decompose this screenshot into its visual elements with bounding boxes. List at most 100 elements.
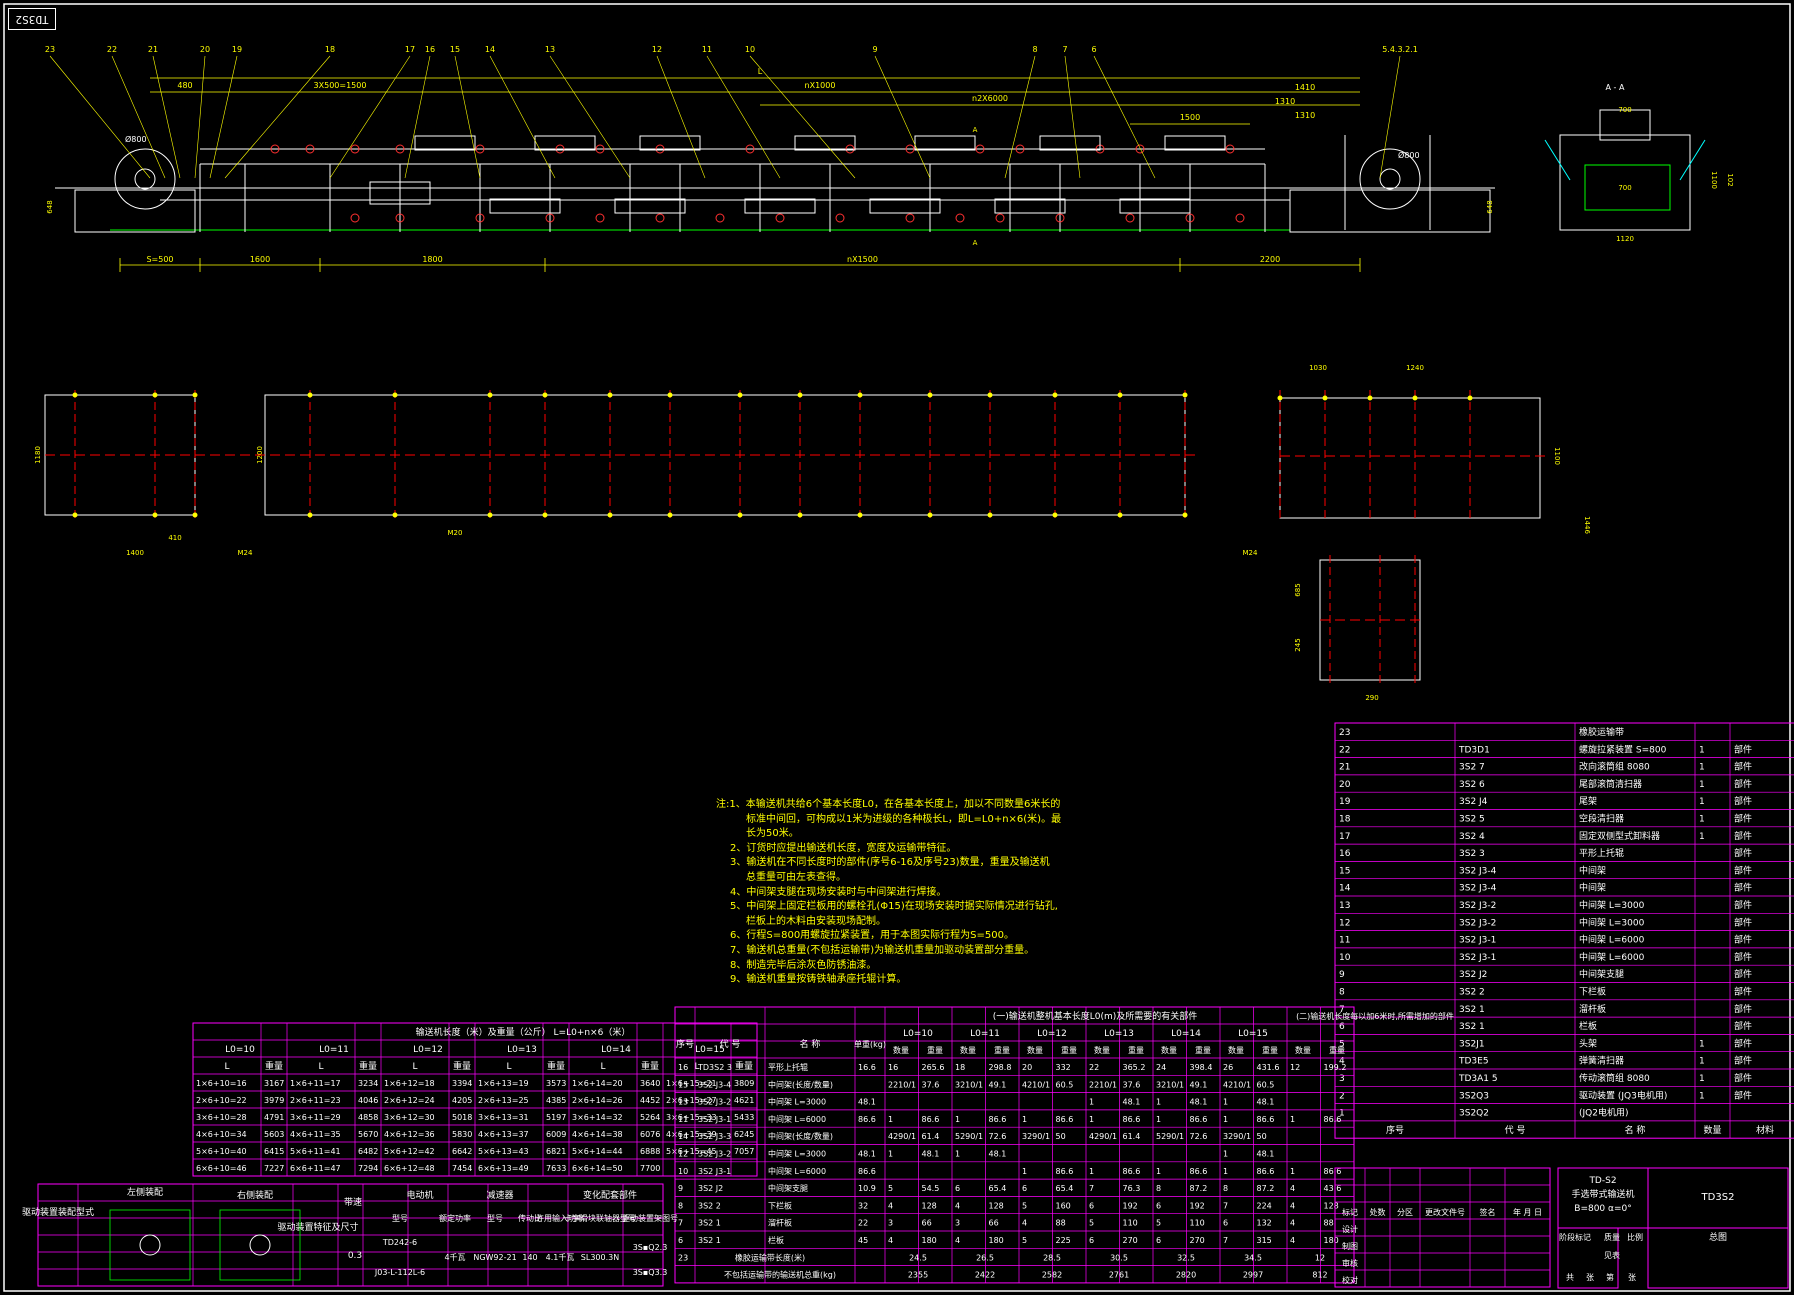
drive-cell: J03-L-112L-6 [374,1268,425,1277]
pl-cell: 132 [1257,1219,1272,1228]
length-cell: 2×6+11=23 [290,1096,341,1105]
parts-cell: 3S2 J3-4 [1459,866,1497,876]
length-cell: 5264 [640,1113,660,1122]
leader-number: 16 [425,45,435,54]
parts-cell: 尾部滚筒清扫器 [1579,778,1642,790]
pl-cell: 12 [1290,1063,1300,1072]
pl-sub: 重量 [1262,1045,1278,1055]
parts-cell: 4 [1339,1057,1345,1067]
length-cell: 3573 [546,1079,566,1088]
drive-cell: SL300.3N [581,1253,619,1262]
pl-sub: 数量 [1027,1045,1043,1055]
parts-cell: 部件 [1734,830,1752,842]
pl-cell: 5 [1156,1219,1161,1228]
parts-cell: 部件 [1734,813,1752,825]
pl-cell: 87.2 [1190,1184,1208,1193]
pl-cell: 225 [1056,1236,1071,1245]
leader-number: 21 [148,45,158,54]
pl-cell: 50 [1257,1132,1267,1141]
lower-idler [1055,213,1065,223]
parts-cell: 11 [1339,936,1350,946]
parts-cell: 15 [1339,866,1350,876]
length-sub-header: 重量 [453,1060,471,1072]
leader-line [209,55,238,179]
pl-cell: 43.6 [1324,1184,1342,1193]
length-cell: 3979 [264,1096,284,1105]
section-dim: 700 [1618,184,1631,192]
dim-text: 1310 [1295,111,1315,120]
pl-cell: 3 [888,1219,893,1228]
parts-cell: 1 [1699,815,1705,825]
anchor-bolt [927,392,933,398]
pl-cell: 3S2 1 [698,1219,721,1228]
pl-cell: 72.6 [989,1132,1007,1141]
length-cell: 6415 [264,1147,284,1156]
leader-line [49,55,151,179]
foundation-dim: 1240 [1406,364,1424,372]
discharge-plow [369,181,431,205]
drive-subheader: 型号 [487,1214,503,1223]
pl-cell: 中间架 L=6000 [768,1114,826,1124]
parts-cell: 3S2 2 [1459,988,1485,998]
pl-cell: 溜杆板 [768,1218,792,1228]
anchor-bolt [797,512,803,518]
pl-cell: 6 [1089,1201,1094,1210]
pl-sub: 数量 [1161,1045,1177,1055]
pl-cell: 3S2 J3-2 [698,1098,731,1107]
parts-cell: 部件 [1734,986,1752,998]
anchor-bolt [192,392,198,398]
leader-number: 13 [545,45,555,54]
parts-cell: 部件 [1734,951,1752,963]
parts-cell: 1 [1699,797,1705,807]
pl-cell: 365.2 [1123,1063,1146,1072]
length-cell: 5×6+15=45 [666,1147,717,1156]
pl-cell: 199.2 [1324,1063,1347,1072]
leader-number: 10 [745,45,755,54]
pl-group: L0=10 [903,1029,933,1039]
pl-cell: 48.1 [858,1098,876,1107]
lower-skirt [744,198,816,214]
pl-title: (二)输送机长度每以加6米时,所需增加的部件 [1296,1011,1454,1021]
lower-idler [1235,213,1245,223]
pl-cell: 9 [678,1184,683,1193]
pl-cell: 1 [1290,1167,1295,1176]
general-notes: 注:1、本输送机共给6个基本长度L0，在各基本长度上，加以不同数量6米长的 标准… [716,798,1096,988]
anchor-bolt [152,392,158,398]
pl-cell: 4 [888,1201,893,1210]
length-cell: 6076 [640,1130,660,1139]
foundation-dim: 290 [1365,694,1378,702]
dim-text: 1310 [1275,97,1295,106]
section-plow [1544,139,1571,181]
pl-header: 代 号 [720,1039,741,1050]
pl-cell: 86.6 [1056,1167,1074,1176]
leader-number: 23 [45,45,55,54]
anchor-bolt [1367,395,1373,401]
pl-cell: 398.4 [1190,1063,1213,1072]
anchor-bolt [542,512,548,518]
note-line: 6、行程S=800用螺旋拉紧装置，用于本图实际行程为S=500。 [730,930,1014,942]
pl-cell: 6 [678,1236,683,1245]
foundation-dim: 1200 [256,446,264,464]
pl-cell: 192 [1190,1201,1205,1210]
parts-cell: 部件 [1734,882,1752,894]
parts-cell: 改向滚筒组 8080 [1579,761,1650,773]
pl-cell: 431.6 [1257,1063,1280,1072]
anchor-bolt [1117,392,1123,398]
note-line: 8、制造完毕后涂灰色防锈油漆。 [730,959,877,971]
dim-text: nX1500 [847,255,878,264]
pl-cell: 2210/1 [1089,1080,1117,1089]
parts-cell: 部件 [1734,1003,1752,1015]
parts-cell: 平形上托辊 [1579,847,1624,859]
leader-line [749,55,856,179]
leader-number: 8 [1032,45,1037,54]
drive-header: 电动机 [406,1189,433,1201]
pl-cell: 4290/1 [888,1132,916,1141]
parts-cell: 3S2 6 [1459,780,1485,790]
anchor-bolt [1052,512,1058,518]
leader-line [489,55,556,179]
pl-header: 单重(kg) [854,1039,886,1049]
note-line: 长为50米。 [746,828,799,840]
pl-cell: 2761 [1109,1271,1129,1280]
pl-sub: 重量 [1061,1045,1077,1055]
pl-cell: 160 [1056,1201,1071,1210]
